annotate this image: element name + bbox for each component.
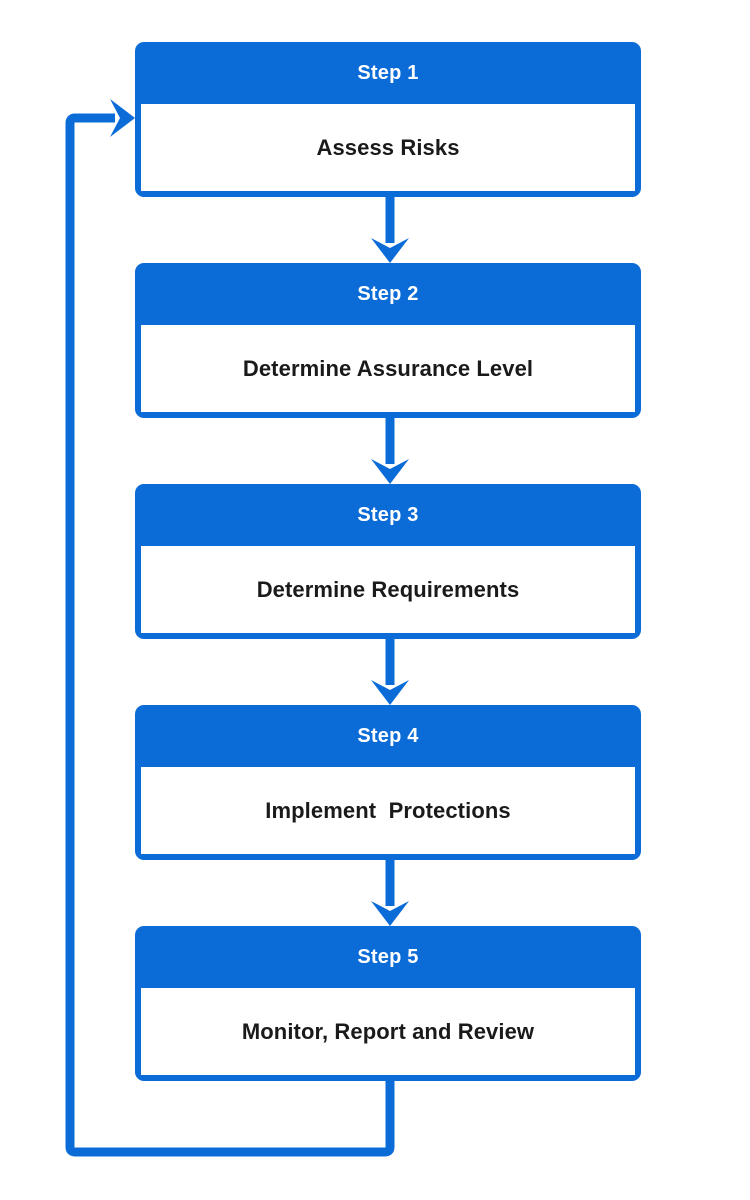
step-4-label: Implement Protections xyxy=(141,767,635,854)
step-5-label: Monitor, Report and Review xyxy=(141,988,635,1075)
step-2-label: Determine Assurance Level xyxy=(141,325,635,412)
step-box-2[interactable]: Step 2 Determine Assurance Level xyxy=(135,263,641,418)
step-4-header: Step 4 xyxy=(357,725,419,747)
step-box-1[interactable]: Step 1 Assess Risks xyxy=(135,42,641,197)
step-1-header: Step 1 xyxy=(357,62,419,84)
arrow-step3-to-step4 xyxy=(371,639,409,705)
arrow-step1-to-step2 xyxy=(371,197,409,263)
step-2-header: Step 2 xyxy=(357,283,419,305)
step-box-4[interactable]: Step 4 Implement Protections xyxy=(135,705,641,860)
arrow-step4-to-step5 xyxy=(371,860,409,926)
step-1-label: Assess Risks xyxy=(141,104,635,191)
step-3-label: Determine Requirements xyxy=(141,546,635,633)
step-box-3[interactable]: Step 3 Determine Requirements xyxy=(135,484,641,639)
arrow-step2-to-step3 xyxy=(371,418,409,484)
step-box-5[interactable]: Step 5 Monitor, Report and Review xyxy=(135,926,641,1081)
step-5-header: Step 5 xyxy=(357,946,419,968)
step-3-header: Step 3 xyxy=(357,504,419,526)
